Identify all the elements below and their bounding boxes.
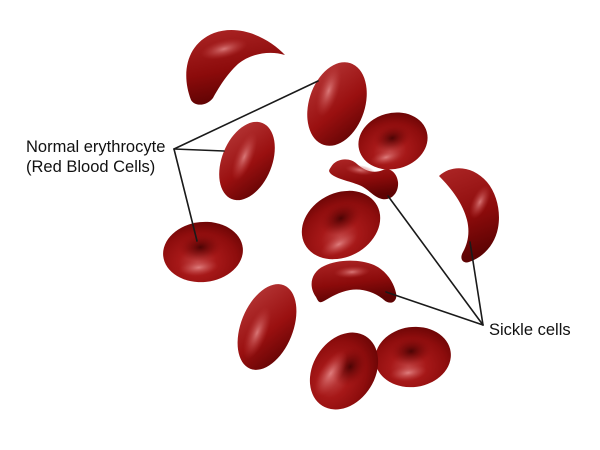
normal-erythrocyte-cell [309, 332, 379, 410]
sickle-cells-label: Sickle cells [489, 321, 571, 339]
sickle-cell [186, 30, 285, 105]
sickle-pointer-line [387, 195, 484, 326]
normal-erythrocyte-cell [375, 326, 451, 388]
sickle-cell [439, 168, 499, 263]
sickle-pointer-line [469, 241, 484, 326]
normal-erythrocyte-cell [219, 121, 275, 201]
normal-pointer-line [173, 148, 198, 242]
pointer-lines [173, 80, 484, 326]
normal-pointer-line [173, 148, 225, 152]
normal-erythrocyte-cell [163, 221, 243, 283]
normal-erythrocyte-cell [307, 62, 367, 146]
sickle-cell [329, 159, 399, 200]
normal-erythrocyte-label-line2: (Red Blood Cells) [26, 158, 156, 176]
normal-erythrocyte-cell [237, 284, 297, 370]
normal-erythrocyte-cell [301, 190, 381, 260]
normal-erythrocyte-label-line1: Normal erythrocyte [26, 138, 166, 156]
sickle-pointer-line [385, 291, 484, 326]
sickle-cell [311, 260, 397, 303]
normal-erythrocyte-label: Normal erythrocyte (Red Blood Cells) [26, 137, 165, 177]
normal-pointer-line [173, 80, 319, 150]
normal-erythrocyte-cell [358, 112, 428, 170]
